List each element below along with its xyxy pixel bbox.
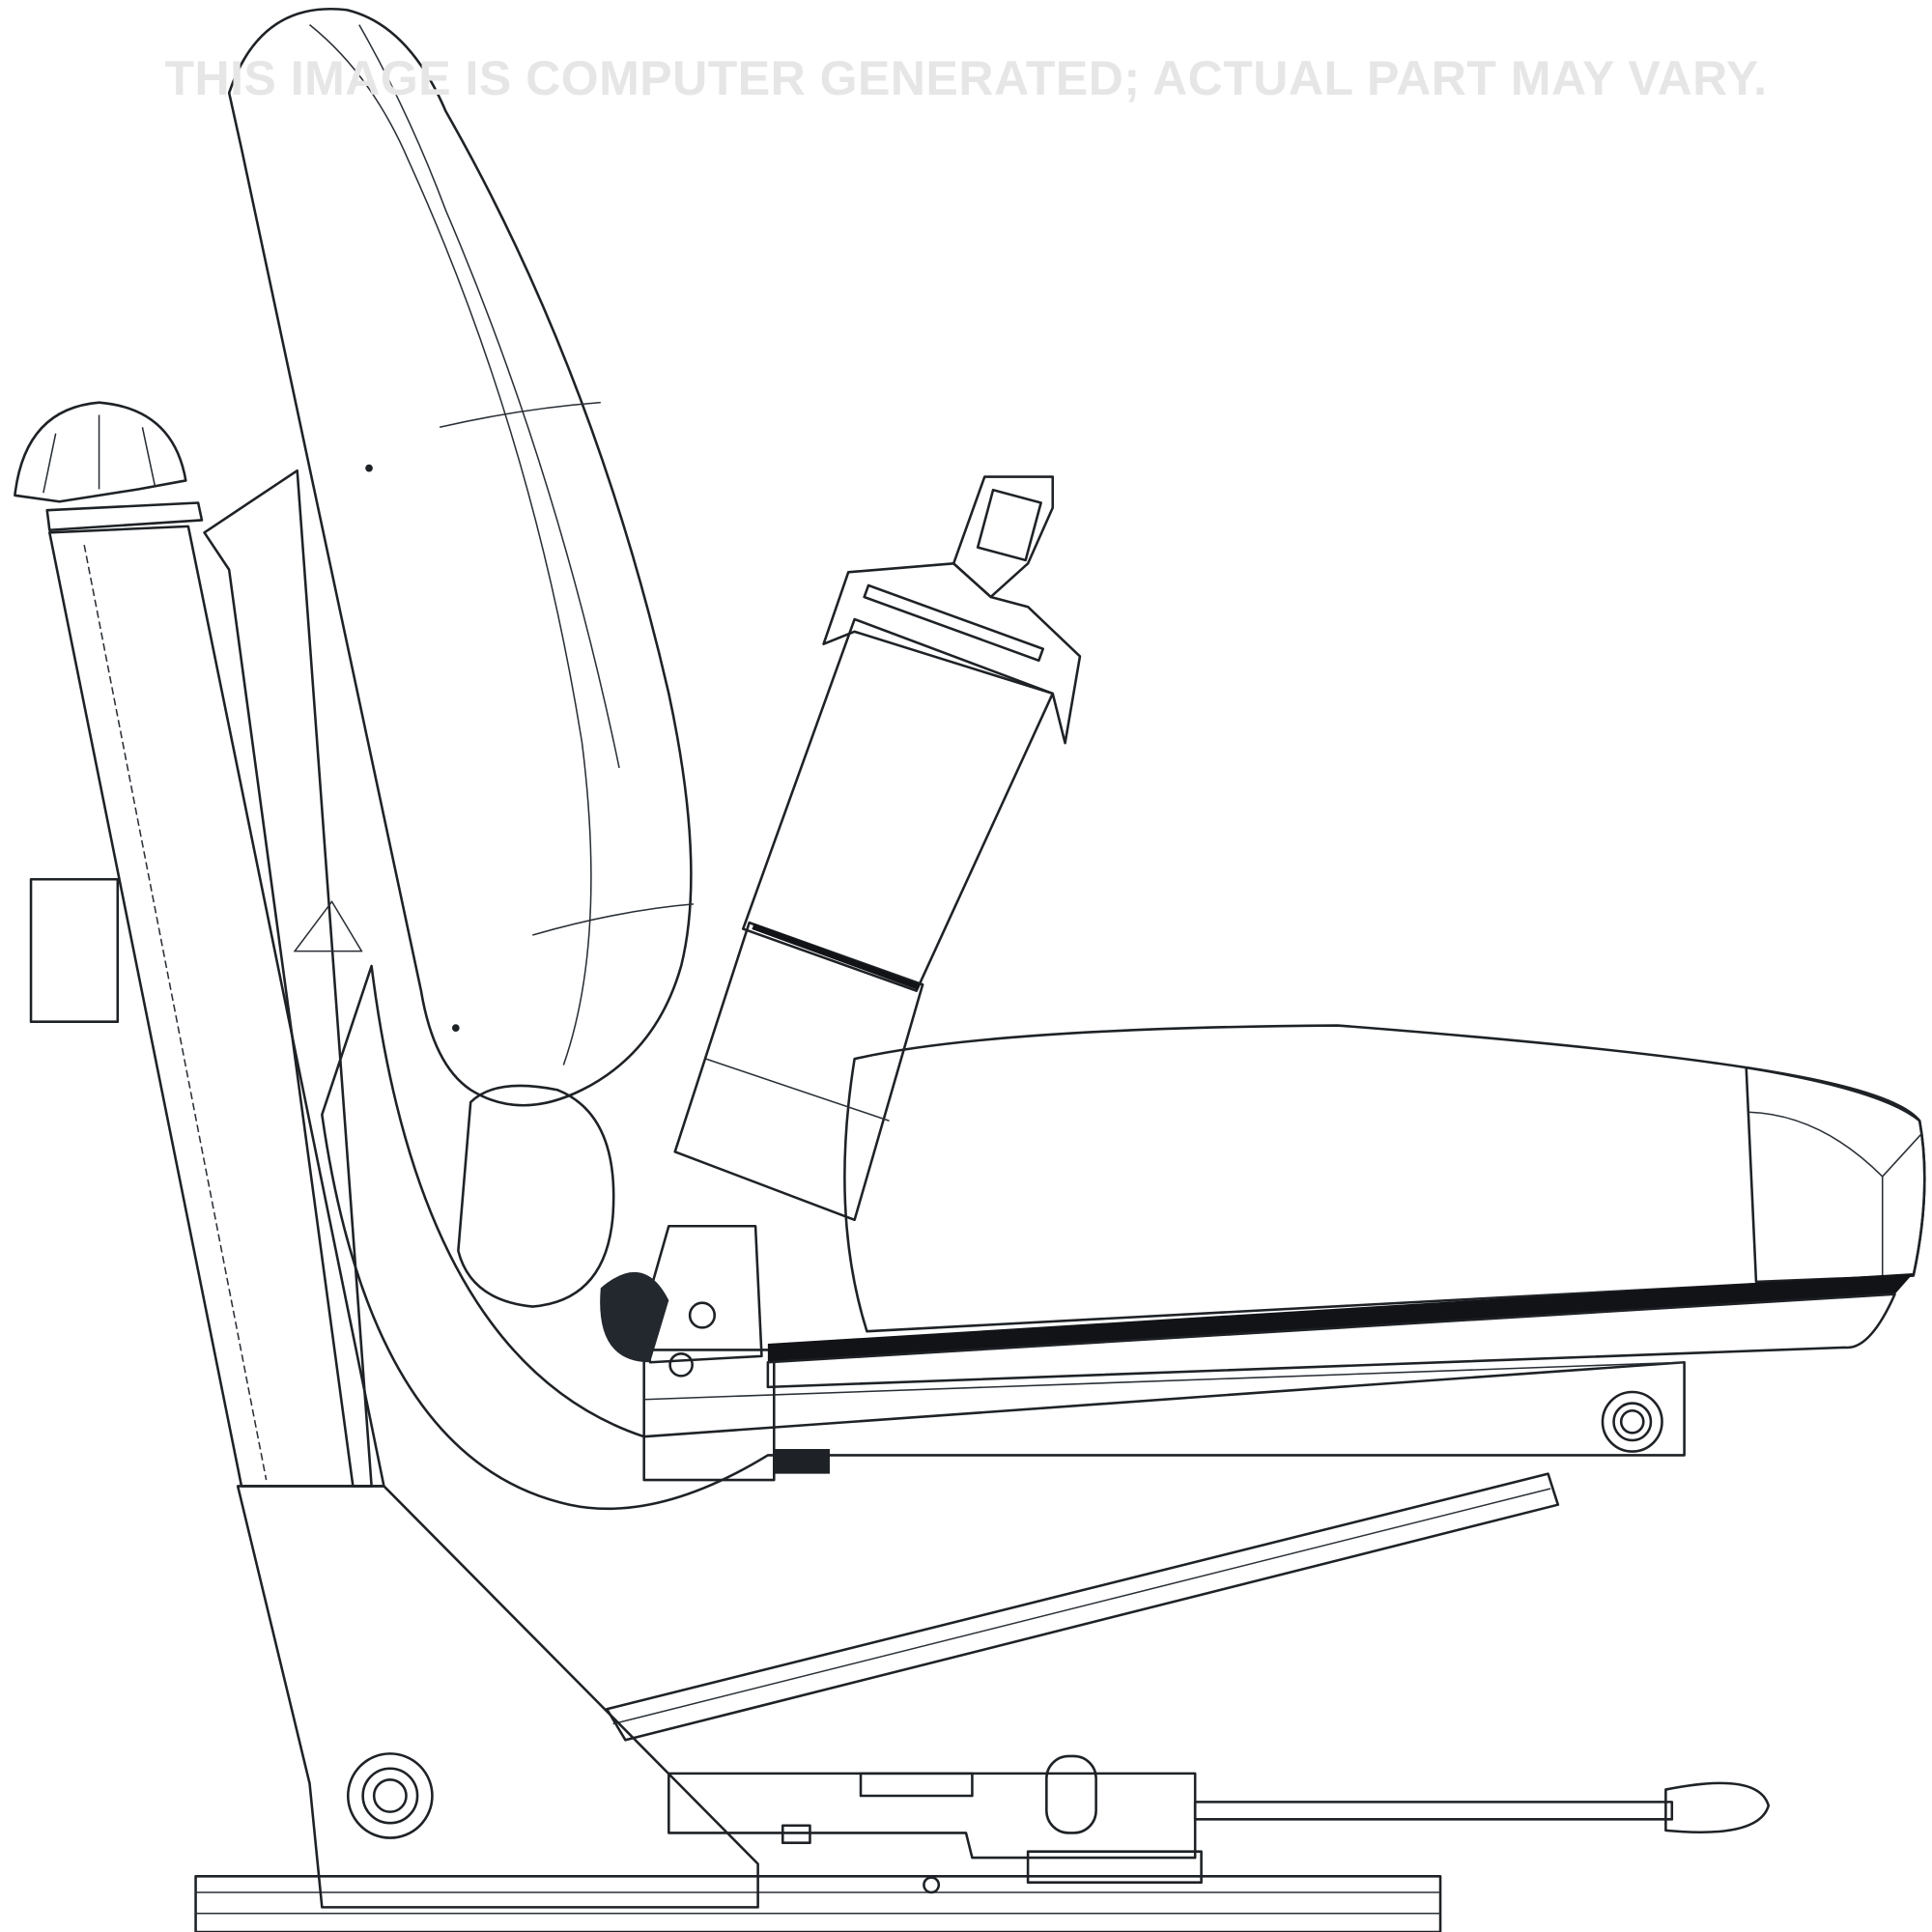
seat-belt-strap <box>600 617 1055 1378</box>
suspension-arm <box>605 1472 1560 1742</box>
seat-cushion <box>766 1024 1926 1389</box>
side-frame <box>29 469 759 1909</box>
seat-belt-buckle <box>822 475 1082 745</box>
fore-aft-lever <box>1193 1781 1771 1833</box>
adjustment-knob <box>14 401 204 531</box>
backrest <box>227 8 695 1308</box>
seat-pan-support <box>321 964 1686 1511</box>
warning-triangle-icon <box>293 899 363 952</box>
slide-rail <box>194 1754 1442 1932</box>
